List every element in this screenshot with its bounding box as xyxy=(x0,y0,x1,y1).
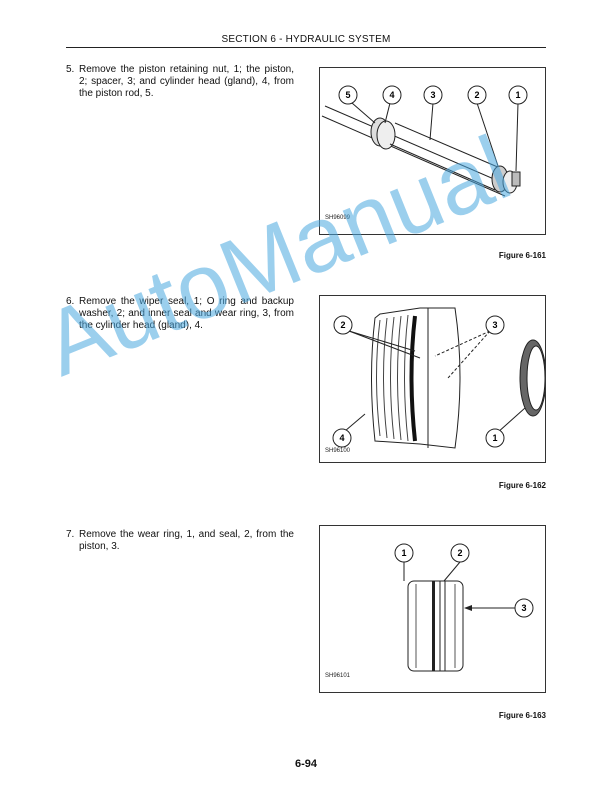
piston-illustration: 1 2 3 xyxy=(394,543,534,672)
callout-1: 1 xyxy=(394,543,414,581)
callout-2: 2 xyxy=(467,85,499,167)
section-header: SECTION 6 - HYDRAULIC SYSTEM xyxy=(221,34,391,45)
svg-text:4: 4 xyxy=(389,90,394,100)
figure-code: SH96101 xyxy=(325,673,351,679)
svg-text:3: 3 xyxy=(492,320,497,330)
figure-6-161: 5 4 3 2 1 SH96099 xyxy=(319,67,546,235)
callout-1: 1 xyxy=(485,407,526,448)
callout-3: 3 xyxy=(423,85,443,141)
figure-caption: Figure 6-162 xyxy=(498,481,546,490)
piston-rod-illustration: 5 4 3 2 1 xyxy=(321,85,528,197)
svg-text:4: 4 xyxy=(339,433,344,443)
callout-2: 2 xyxy=(443,543,470,582)
callout-5: 5 xyxy=(338,85,376,124)
figure-caption: Figure 6-163 xyxy=(498,711,546,720)
svg-text:5: 5 xyxy=(345,90,350,100)
callout-2: 2 xyxy=(333,315,421,359)
svg-text:2: 2 xyxy=(457,548,462,558)
figure-caption: Figure 6-161 xyxy=(498,251,546,260)
page-number: 6-94 xyxy=(294,758,318,770)
svg-text:1: 1 xyxy=(492,433,497,443)
callout-4: 4 xyxy=(332,413,366,448)
step-text: Remove the piston retaining nut, 1; the … xyxy=(79,64,294,99)
callout-3: 3 xyxy=(464,598,534,618)
step-number: 7. xyxy=(66,529,75,540)
figure-code: SH96099 xyxy=(325,215,351,221)
step-text: Remove the wear ring, 1, and seal, 2, fr… xyxy=(79,529,294,552)
step-5: 5. Remove the piston retaining nut, 1; t… xyxy=(66,64,294,100)
svg-text:1: 1 xyxy=(515,90,520,100)
step-7: 7. Remove the wear ring, 1, and seal, 2,… xyxy=(66,529,294,553)
callout-1: 1 xyxy=(508,85,528,172)
step-number: 5. xyxy=(66,64,75,75)
header-rule xyxy=(66,47,546,48)
step-6: 6. Remove the wiper seal, 1; O ring and … xyxy=(66,296,294,332)
figure-code: SH96100 xyxy=(325,448,351,454)
figure-6-163: 1 2 3 SH96101 xyxy=(319,525,546,693)
cylinder-head-illustration: 2 3 4 1 xyxy=(332,307,545,449)
svg-text:2: 2 xyxy=(474,90,479,100)
svg-text:2: 2 xyxy=(340,320,345,330)
svg-text:3: 3 xyxy=(430,90,435,100)
figure-6-162: 2 3 4 1 SH96100 xyxy=(319,295,546,463)
step-text: Remove the wiper seal, 1; O ring and bac… xyxy=(79,296,294,331)
callout-3: 3 xyxy=(434,315,505,379)
svg-text:3: 3 xyxy=(521,603,526,613)
svg-text:1: 1 xyxy=(401,548,406,558)
callout-4: 4 xyxy=(382,85,402,124)
step-number: 6. xyxy=(66,296,75,307)
